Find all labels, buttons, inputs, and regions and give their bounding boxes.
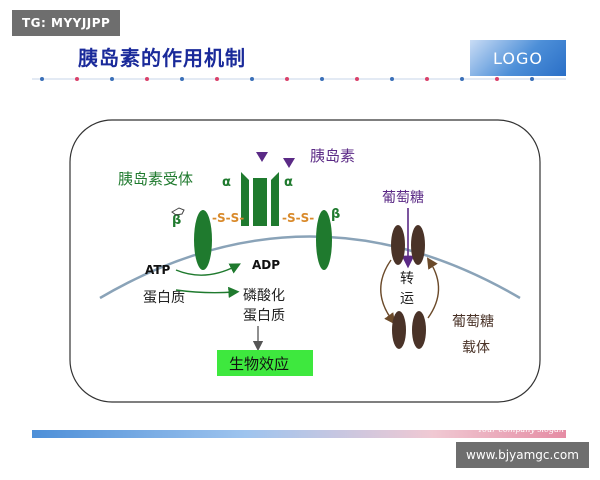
logo-text: LOGO [493,48,543,68]
receptor-label: 胰岛素受体 [118,170,193,188]
cell-membrane [99,235,521,300]
disulfide-bond-left: -S-S- [212,211,244,225]
header-dots [40,77,534,81]
biological-effect-label: 生物效应 [229,355,289,373]
glucose-carrier-subunit [411,225,425,265]
biological-effect-box [217,350,313,376]
transport-label-1: 转 [400,271,414,287]
atp-label: ATP [145,263,171,277]
adp-label: ADP [252,258,280,272]
header-divider [32,77,566,81]
beta-label-left: β [172,213,181,228]
carrier-cycle-arrow-left [380,259,396,325]
carrier-cycle-arrow-right [426,257,440,319]
hand-pointer-icon [171,207,185,216]
disulfide-bond-right: -S-S- [282,211,314,225]
receptor-beta-subunit [194,210,212,270]
glucose-carrier-subunit [391,225,405,265]
atp-to-adp-arrow [175,263,241,276]
insulin-molecule [256,152,268,162]
watermark-badge: TG: MYYJJPP [12,10,121,36]
beta-label-right: β [331,207,340,222]
logo: LOGO [470,40,566,76]
receptor-alpha-subunit [271,172,279,226]
footer-bar [32,430,566,438]
slide-title: 胰岛素的作用机制 [78,46,246,70]
alpha-label-right: α [284,175,293,190]
glucose-carrier-subunit [392,311,406,349]
phosphorylated-protein-label-2: 蛋白质 [243,308,285,324]
footer-slogan: Your company slogan [477,425,564,434]
site-stamp: www.bjyamgc.com [456,442,589,468]
phosphorylated-protein-label-1: 磷酸化 [243,288,285,304]
receptor-alpha-subunit [253,178,267,226]
receptor-alpha-subunit [241,172,249,226]
glucose-carrier-label-2: 载体 [462,340,490,356]
glucose-carrier-subunit [412,311,426,349]
phosphorylation-arrow [175,286,240,298]
transport-label-2: 运 [400,291,414,307]
receptor-beta-subunit [316,210,332,270]
protein-label: 蛋白质 [143,290,185,306]
glucose-label-top: 葡萄糖 [382,190,424,206]
glucose-carrier-label-1: 葡萄糖 [452,314,494,330]
insulin-molecule [283,158,295,168]
alpha-label-left: α [222,175,231,190]
insulin-label: 胰岛素 [310,147,355,165]
